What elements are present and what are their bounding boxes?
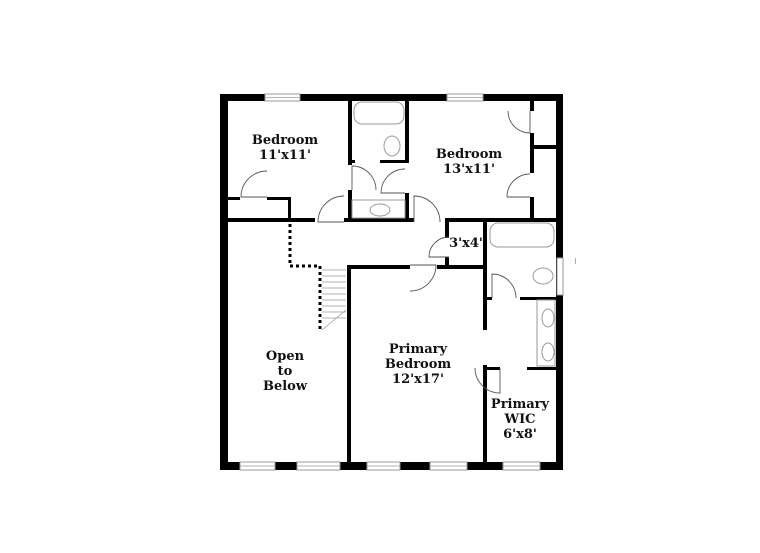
- room-size: 3'x4': [449, 236, 483, 251]
- wall: [220, 94, 228, 470]
- wall: [220, 94, 563, 101]
- wall: [228, 197, 240, 200]
- doors: [240, 110, 531, 394]
- window: [556, 257, 564, 296]
- wall: [483, 222, 487, 330]
- wall: [530, 101, 534, 111]
- room-name-line: Bedroom: [385, 357, 452, 372]
- door-swing: [474, 367, 501, 394]
- toilet: [383, 135, 401, 157]
- wall: [348, 265, 410, 269]
- room-name-line: Below: [263, 379, 308, 394]
- wall: [405, 101, 409, 161]
- wall: [228, 218, 315, 222]
- door-swing: [491, 273, 517, 299]
- sink: [541, 342, 555, 362]
- room-name-line: WIC: [503, 412, 535, 427]
- wall: [437, 265, 487, 269]
- room-size: 6'x8': [503, 427, 537, 442]
- toilet: [532, 267, 554, 285]
- wall: [530, 133, 534, 173]
- door-swing: [317, 195, 345, 223]
- wall: [267, 197, 291, 200]
- door-swing: [413, 195, 441, 223]
- room-bedroom-1: Bedroom 11'x11': [252, 133, 319, 163]
- bathtub: [489, 222, 555, 248]
- room-name-line: Primary: [491, 397, 550, 412]
- vanity: [536, 299, 556, 367]
- wall: [483, 367, 500, 370]
- room-closet: 3'x4': [449, 236, 483, 251]
- room-bedroom-2: Bedroom 13'x11': [436, 147, 503, 177]
- door-swing: [240, 170, 268, 198]
- wall: [348, 101, 352, 165]
- wall: [520, 297, 556, 300]
- bathtub: [353, 101, 405, 125]
- wall: [445, 257, 449, 269]
- door-swing: [428, 236, 450, 258]
- wall: [527, 367, 556, 370]
- wall: [483, 365, 487, 465]
- wall: [445, 222, 449, 238]
- room-primary-wic: Primary WIC 6'x8': [491, 397, 550, 442]
- fixtures: [351, 101, 556, 367]
- room-name: Bedroom: [252, 133, 319, 148]
- door-swing: [506, 173, 531, 198]
- room-name-line: Primary: [389, 342, 448, 357]
- railing: [288, 224, 322, 330]
- room-size: 11'x11': [259, 148, 311, 163]
- room-name-line: to: [278, 364, 293, 379]
- wall: [405, 193, 409, 222]
- wall: [344, 218, 414, 222]
- room-name-line: Open: [266, 349, 305, 364]
- wall: [534, 145, 556, 149]
- wall: [380, 160, 409, 163]
- wall: [445, 218, 556, 222]
- wall: [288, 197, 291, 222]
- door-swing: [507, 110, 531, 134]
- sink: [541, 308, 555, 328]
- door-swing: [409, 264, 437, 292]
- wall: [530, 197, 534, 218]
- wall: [347, 265, 351, 465]
- room-open-to-below: Open to Below: [263, 349, 308, 394]
- wall: [483, 297, 492, 300]
- stairs: [288, 224, 347, 331]
- wall: [348, 190, 352, 222]
- stair-break: [321, 309, 347, 331]
- windows: [239, 93, 576, 471]
- room-size: 13'x11': [443, 162, 495, 177]
- room-primary-bedroom: Primary Bedroom 12'x17': [385, 342, 452, 387]
- room-name: Bedroom: [436, 147, 503, 162]
- room-size: 12'x17': [392, 372, 444, 387]
- vanity: [351, 199, 406, 219]
- wall: [348, 160, 355, 163]
- door-swing: [380, 168, 406, 194]
- sink: [369, 203, 391, 217]
- door-swing: [351, 165, 377, 191]
